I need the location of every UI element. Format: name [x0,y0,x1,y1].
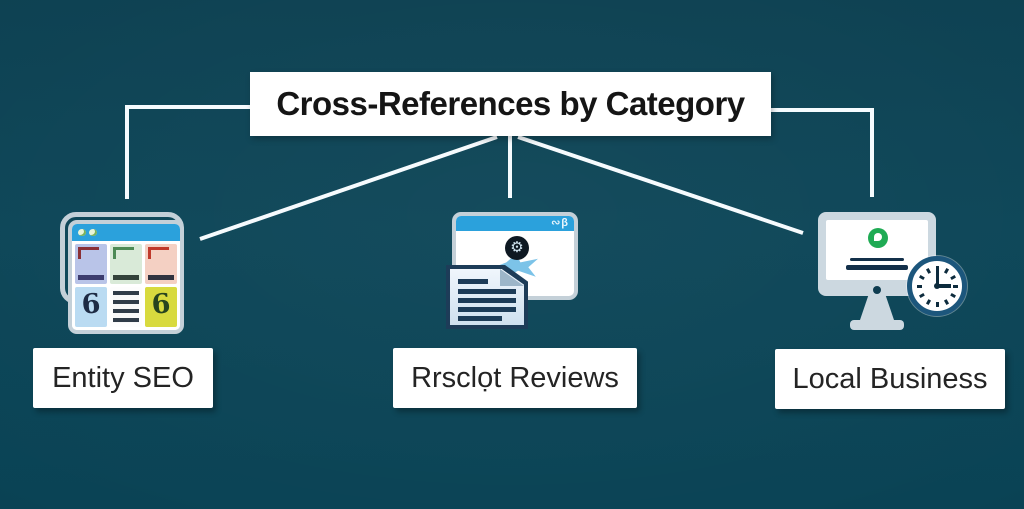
grid-card [75,244,107,284]
clock-tick [943,267,949,274]
window-control-dot [89,229,97,236]
window-control-dot [78,229,86,236]
clock-hour-hand [937,284,951,288]
category-label-text: Local Business [792,362,988,395]
clock-tick [935,302,939,307]
browser-titlebar: ∾β [456,216,574,231]
connector-left-diagonal [199,135,498,241]
gear-icon: ⚙ [505,236,529,260]
camera-dot [873,286,881,294]
clock-tick [918,274,925,281]
text-lines [113,291,139,323]
clock-minute-hand [935,271,939,286]
category-label-local-business: Local Business [775,349,1005,409]
clock-tick [916,285,922,288]
grid-card: 6 [75,287,107,327]
document-icon [446,265,528,329]
title-text: Cross-References by Category [276,85,745,122]
document-text-line [458,307,516,312]
titlebar-glyphs: ∾β [551,217,569,229]
green-profile-badge [868,228,888,248]
grid-card [110,244,142,284]
monitor-clock-icon [818,206,967,342]
title-box: Cross-References by Category [250,72,771,136]
monitor-stand-neck [860,296,894,320]
monitor-stand-base [850,320,904,330]
grid-card [110,287,142,327]
clock-tick [925,299,931,306]
swirl-glyph: 6 [80,288,102,321]
browser-window: 6 6 [68,220,184,334]
clock-icon [907,256,967,316]
clock-tick [952,285,958,288]
screen-text-line [850,258,904,261]
review-document-icon: ∾β ⚙ [446,210,578,330]
browser-titlebar [72,224,180,241]
clock-tick [935,266,939,271]
clock-tick [925,267,931,274]
grid-card [145,244,177,284]
clock-tick [943,299,949,306]
connector-right-diagonal [517,135,804,235]
screen-text-line [846,265,908,270]
clock-tick [949,274,956,281]
grid-card: 6 [145,287,177,327]
category-label-product-reviews: Rrsclọt Reviews [393,348,637,408]
browser-grid-icon: 6 6 [58,208,184,334]
clock-center-dot [934,283,940,289]
clock-tick [949,292,956,299]
clock-tick [918,292,925,299]
document-text-line [458,279,488,284]
category-label-entity-seo: Entity SEO [33,348,213,408]
document-text-line [458,316,502,321]
category-label-text: Rrsclọt Reviews [411,361,619,394]
document-page [450,269,524,325]
swirl-glyph: 6 [150,288,172,321]
document-text-line [458,298,516,303]
document-text-line [458,289,516,294]
category-label-text: Entity SEO [52,361,194,394]
card-grid: 6 6 [72,241,180,330]
